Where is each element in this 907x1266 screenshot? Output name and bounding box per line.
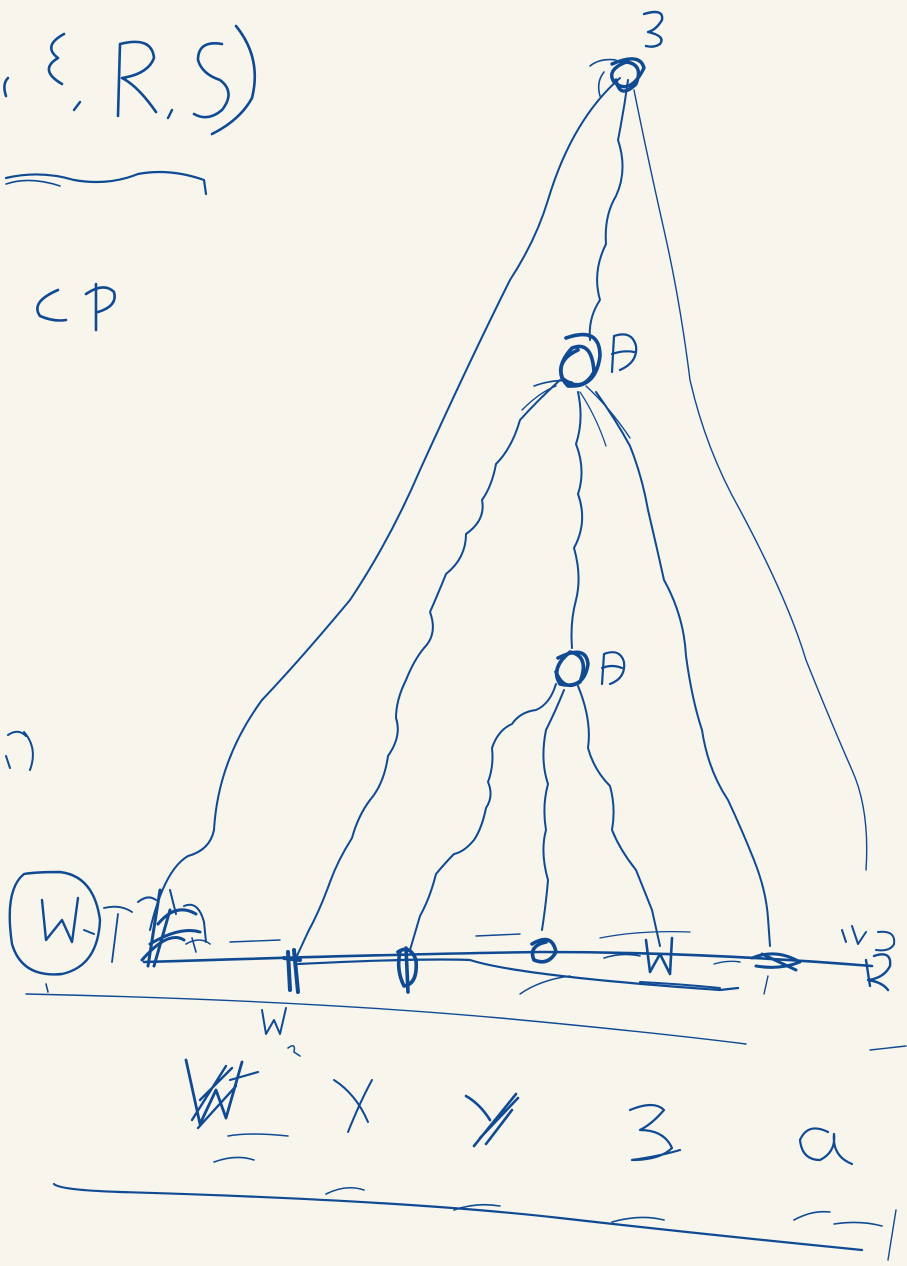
subset-p-fragment [36, 282, 116, 332]
leaf-wn [841, 925, 896, 992]
grammar-tuple-fragment [3, 24, 256, 196]
inner-node-a-upper [521, 332, 631, 447]
leaf-w6 [713, 952, 802, 995]
derivation-w [184, 1058, 289, 1163]
root-node [589, 57, 646, 97]
derivation-underline [52, 1182, 883, 1252]
inner-node-a-lower [554, 650, 590, 688]
leaf-w1-scribble [103, 888, 211, 968]
margin-fragment [5, 730, 34, 771]
leaf-w5 [603, 936, 721, 989]
root-label-glyph [642, 10, 664, 48]
inner-label-glyph-lower [600, 651, 626, 686]
inner-label-glyph-upper [610, 333, 638, 374]
leaf-w4 [530, 937, 558, 964]
derivation-z [628, 1103, 682, 1162]
derivation-y [464, 1092, 520, 1148]
leaf-w2 [261, 948, 302, 1057]
leaf-w1-circled-annotation [8, 870, 102, 993]
tree-edges [149, 77, 868, 959]
leaf-w3 [396, 946, 419, 994]
derivation-x [333, 1079, 373, 1133]
derivation-a [798, 1127, 854, 1166]
